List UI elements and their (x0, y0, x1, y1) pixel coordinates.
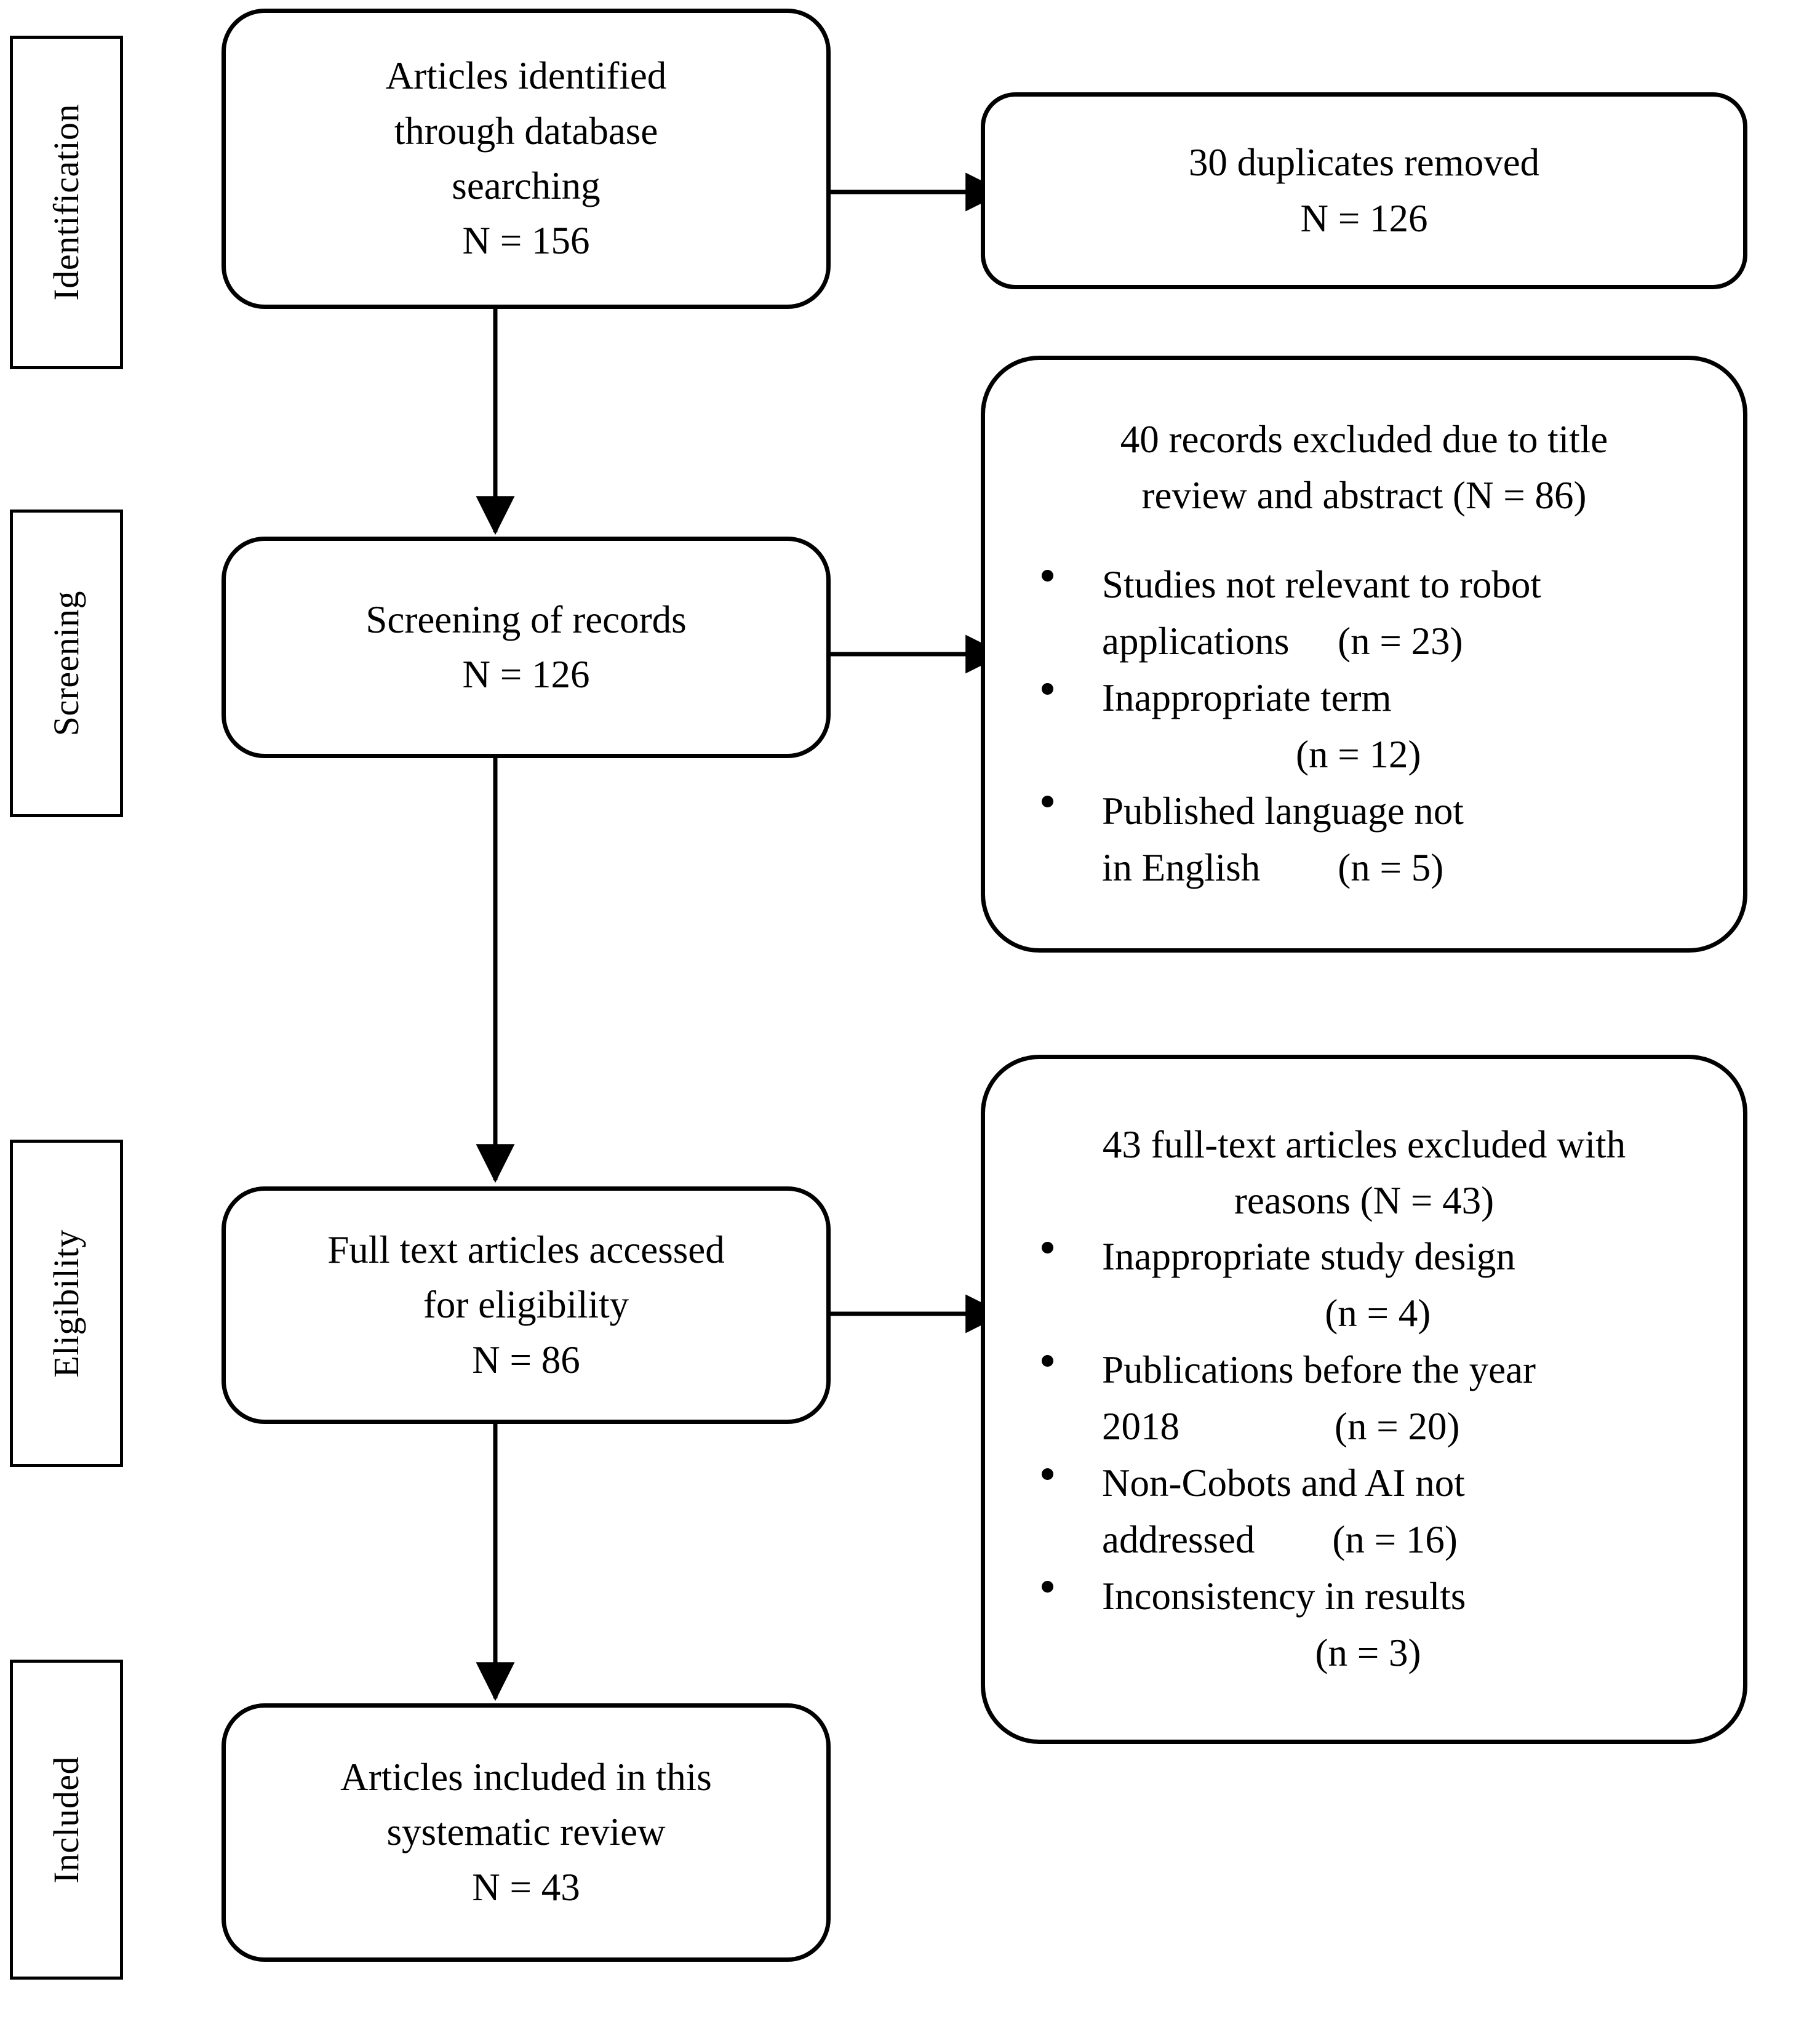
stage-label-identification-text: Identification (46, 104, 86, 301)
bullet-icon (1042, 1581, 1053, 1593)
flow-line: N = 126 (462, 653, 590, 696)
flow-line: N = 156 (462, 219, 590, 263)
list-item: Non-Cobots and AI not addressed (n = 16) (985, 1455, 1743, 1569)
reason-line: applications (n = 23) (1102, 620, 1463, 663)
reason-line: Inconsistency in results (1102, 1575, 1466, 1618)
reason-line: (n = 12) (1102, 733, 1421, 777)
reason-line: Inappropriate study design (1102, 1235, 1515, 1279)
bullet-icon (1042, 796, 1053, 808)
bullet-icon (1042, 569, 1053, 582)
exclusion-reason-list: Studies not relevant to robot applicatio… (985, 557, 1743, 897)
list-item: Inappropriate study design (n = 4) (985, 1229, 1743, 1342)
exclusion-box-fulltext-heading: 43 full-text articles excluded with reas… (985, 1117, 1743, 1229)
list-item: Inappropriate term (n = 12) (985, 670, 1743, 783)
stage-label-screening: Screening (10, 510, 123, 817)
flow-line: Screening of records (365, 598, 687, 641)
list-item: Publications before the year 2018 (n = 2… (985, 1342, 1743, 1455)
list-item: Studies not relevant to robot applicatio… (985, 557, 1743, 670)
exclusion-heading-line: N = 126 (1300, 197, 1428, 240)
exclusion-box-title-abstract-heading: 40 records excluded due to title review … (985, 412, 1743, 524)
bullet-icon (1042, 682, 1053, 695)
exclusion-box-duplicates: 30 duplicates removed N = 126 (981, 92, 1747, 289)
reason-line: (n = 4) (1102, 1292, 1431, 1335)
spacer (985, 524, 1743, 557)
reason-line: Inappropriate term (1102, 676, 1392, 720)
reason-line: Published language not (1102, 790, 1464, 833)
exclusion-heading-line: 43 full-text articles excluded with (1102, 1122, 1626, 1166)
list-item: Published language not in English (n = 5… (985, 783, 1743, 897)
bullet-icon (1042, 1241, 1053, 1253)
flow-box-screening-of-records: Screening of records N = 126 (222, 537, 831, 758)
exclusion-heading-line: 40 records excluded due to title (1120, 417, 1608, 461)
reason-line: Studies not relevant to robot (1102, 563, 1541, 607)
reason-line: Non-Cobots and AI not (1102, 1461, 1465, 1505)
reason-line: addressed (n = 16) (1102, 1518, 1458, 1562)
reason-line: 2018 (n = 20) (1102, 1405, 1460, 1449)
bullet-icon (1042, 1354, 1053, 1367)
stage-label-included-text: Included (46, 1756, 86, 1884)
flow-box-articles-included-text: Articles included in this systematic rev… (322, 1750, 730, 1915)
flow-line: N = 43 (472, 1865, 580, 1909)
exclusion-heading-line: 30 duplicates removed (1188, 140, 1540, 184)
stage-label-included: Included (10, 1660, 123, 1980)
exclusion-box-fulltext: 43 full-text articles excluded with reas… (981, 1055, 1747, 1744)
flow-line: Articles identified (385, 54, 667, 98)
flow-line: through database (394, 109, 658, 153)
stage-label-eligibility-text: Eligibility (46, 1229, 86, 1378)
reason-line: (n = 3) (1102, 1631, 1421, 1675)
flow-box-full-text-articles: Full text articles accessed for eligibil… (222, 1186, 831, 1424)
exclusion-heading-line: review and abstract (N = 86) (1141, 474, 1587, 518)
reason-line: Publications before the year (1102, 1348, 1536, 1392)
stage-label-screening-text: Screening (46, 590, 86, 737)
reason-line: in English (n = 5) (1102, 846, 1444, 890)
flow-box-full-text-articles-text: Full text articles accessed for eligibil… (309, 1223, 743, 1388)
flow-box-articles-included: Articles included in this systematic rev… (222, 1703, 831, 1962)
flow-box-articles-identified-text: Articles identified through database sea… (367, 49, 685, 269)
stage-label-eligibility: Eligibility (10, 1140, 123, 1467)
flow-line: systematic review (386, 1810, 666, 1854)
exclusion-heading-line: reasons (N = 43) (1234, 1179, 1495, 1223)
flow-box-articles-identified: Articles identified through database sea… (222, 9, 831, 309)
flow-line: Full text articles accessed (327, 1228, 725, 1271)
flow-line: for eligibility (423, 1283, 629, 1327)
flow-box-screening-of-records-text: Screening of records N = 126 (347, 593, 704, 703)
flow-line: searching (452, 164, 601, 207)
exclusion-box-title-abstract: 40 records excluded due to title review … (981, 356, 1747, 953)
stage-label-identification: Identification (10, 36, 123, 369)
list-item: Inconsistency in results (n = 3) (985, 1569, 1743, 1682)
bullet-icon (1042, 1468, 1053, 1480)
flow-line: Articles included in this (340, 1755, 712, 1799)
exclusion-box-duplicates-heading: 30 duplicates removed N = 126 (985, 135, 1743, 247)
flow-line: N = 86 (472, 1338, 580, 1381)
exclusion-reason-list: Inappropriate study design (n = 4) Publi… (985, 1229, 1743, 1682)
